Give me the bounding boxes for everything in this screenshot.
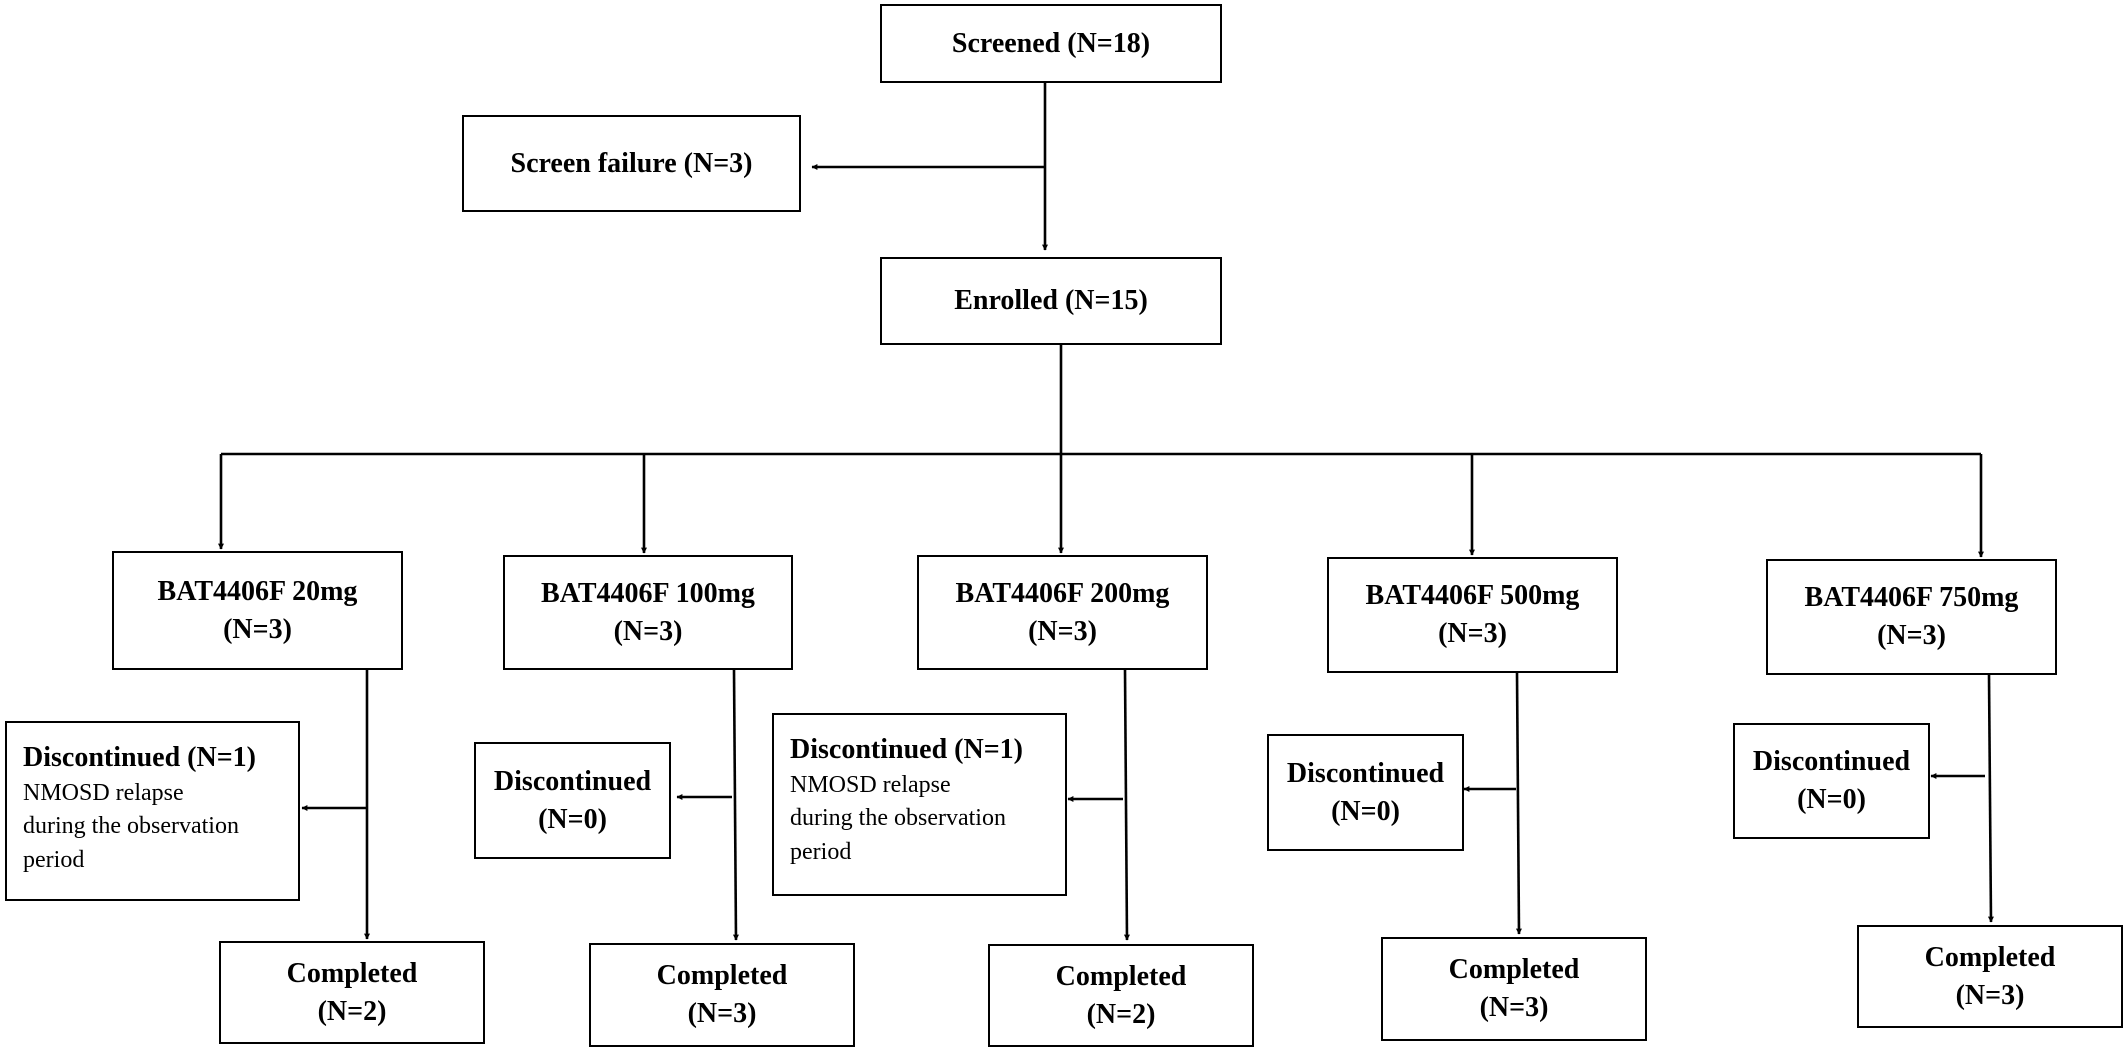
arm-count: (N=3) xyxy=(613,615,683,647)
completed-label: Completed xyxy=(1055,960,1187,992)
discontinued-title: Discontinued xyxy=(1286,757,1445,789)
arm-count: (N=3) xyxy=(223,613,292,645)
discontinued-reason-line: NMOSD relapse xyxy=(790,771,951,798)
discontinued-box-500mg: Discontinued (N=0) xyxy=(1267,734,1464,851)
discontinued-box-200mg: Discontinued (N=1) NMOSD relapse during … xyxy=(772,713,1067,896)
discontinued-title: Discontinued xyxy=(493,765,652,797)
arm-count: (N=3) xyxy=(1438,618,1507,649)
discontinued-title: Discontinued xyxy=(1752,746,1911,778)
discontinued-box-750mg: Discontinued (N=0) xyxy=(1733,723,1930,839)
arm-box-20mg: BAT4406F 20mg (N=3) xyxy=(112,551,403,670)
discontinued-reason-line: NMOSD relapse xyxy=(23,779,184,806)
discontinued-title: Discontinued (N=1) xyxy=(23,742,256,773)
discontinued-reason-line: period xyxy=(23,846,85,873)
arm-title: BAT4406F 750mg xyxy=(1804,582,2019,614)
screen-failure-label: Screen failure (N=3) xyxy=(510,147,753,179)
arm-title: BAT4406F 20mg xyxy=(157,575,358,607)
arm-box-100mg: BAT4406F 100mg (N=3) xyxy=(503,555,793,670)
discontinued-reason-line: during the observation xyxy=(790,805,1006,832)
screened-box: Screened (N=18) xyxy=(880,4,1222,83)
arm-title: BAT4406F 100mg xyxy=(541,577,755,609)
arm-box-750mg: BAT4406F 750mg (N=3) xyxy=(1766,559,2057,675)
enrolled-label: Enrolled (N=15) xyxy=(954,285,1148,317)
arm-box-200mg: BAT4406F 200mg (N=3) xyxy=(917,555,1208,670)
completed-count: (N=2) xyxy=(317,995,387,1027)
discontinued-count: (N=0) xyxy=(1797,784,1866,815)
completed-label: Completed xyxy=(1448,954,1580,986)
completed-label: Completed xyxy=(656,960,788,992)
arm-box-500mg: BAT4406F 500mg (N=3) xyxy=(1327,557,1618,673)
discontinued-reason-line: period xyxy=(790,838,852,865)
completed-count: (N=3) xyxy=(1479,992,1549,1023)
completed-count: (N=2) xyxy=(1086,998,1156,1030)
completed-label: Completed xyxy=(1924,941,2056,973)
completed-box-200mg: Completed (N=2) xyxy=(988,944,1254,1047)
connector-completed-2 xyxy=(732,669,739,941)
arm-count: (N=3) xyxy=(1028,615,1097,647)
screened-label: Screened (N=18) xyxy=(951,27,1151,59)
completed-box-500mg: Completed (N=3) xyxy=(1381,937,1647,1041)
completed-box-750mg: Completed (N=3) xyxy=(1857,925,2123,1028)
discontinued-reason-line: during the observation xyxy=(23,813,239,840)
arm-title: BAT4406F 500mg xyxy=(1365,580,1580,612)
discontinued-title: Discontinued (N=1) xyxy=(790,734,1023,765)
completed-box-100mg: Completed (N=3) xyxy=(589,943,855,1047)
screen-failure-box: Screen failure (N=3) xyxy=(462,115,801,212)
discontinued-count: (N=0) xyxy=(1331,795,1400,827)
discontinued-count: (N=0) xyxy=(538,803,607,835)
completed-count: (N=3) xyxy=(687,998,757,1029)
completed-count: (N=3) xyxy=(1955,979,2025,1011)
discontinued-box-100mg: Discontinued (N=0) xyxy=(474,742,671,859)
connector-completed-5 xyxy=(1987,674,1994,923)
connector-completed-3 xyxy=(1123,669,1130,941)
completed-box-20mg: Completed (N=2) xyxy=(219,941,485,1044)
enrolled-box: Enrolled (N=15) xyxy=(880,257,1222,345)
arm-count: (N=3) xyxy=(1877,620,1946,651)
discontinued-box-20mg: Discontinued (N=1) NMOSD relapse during … xyxy=(5,721,300,901)
completed-label: Completed xyxy=(286,957,418,989)
arm-title: BAT4406F 200mg xyxy=(955,577,1170,609)
connector-completed-4 xyxy=(1515,672,1522,935)
